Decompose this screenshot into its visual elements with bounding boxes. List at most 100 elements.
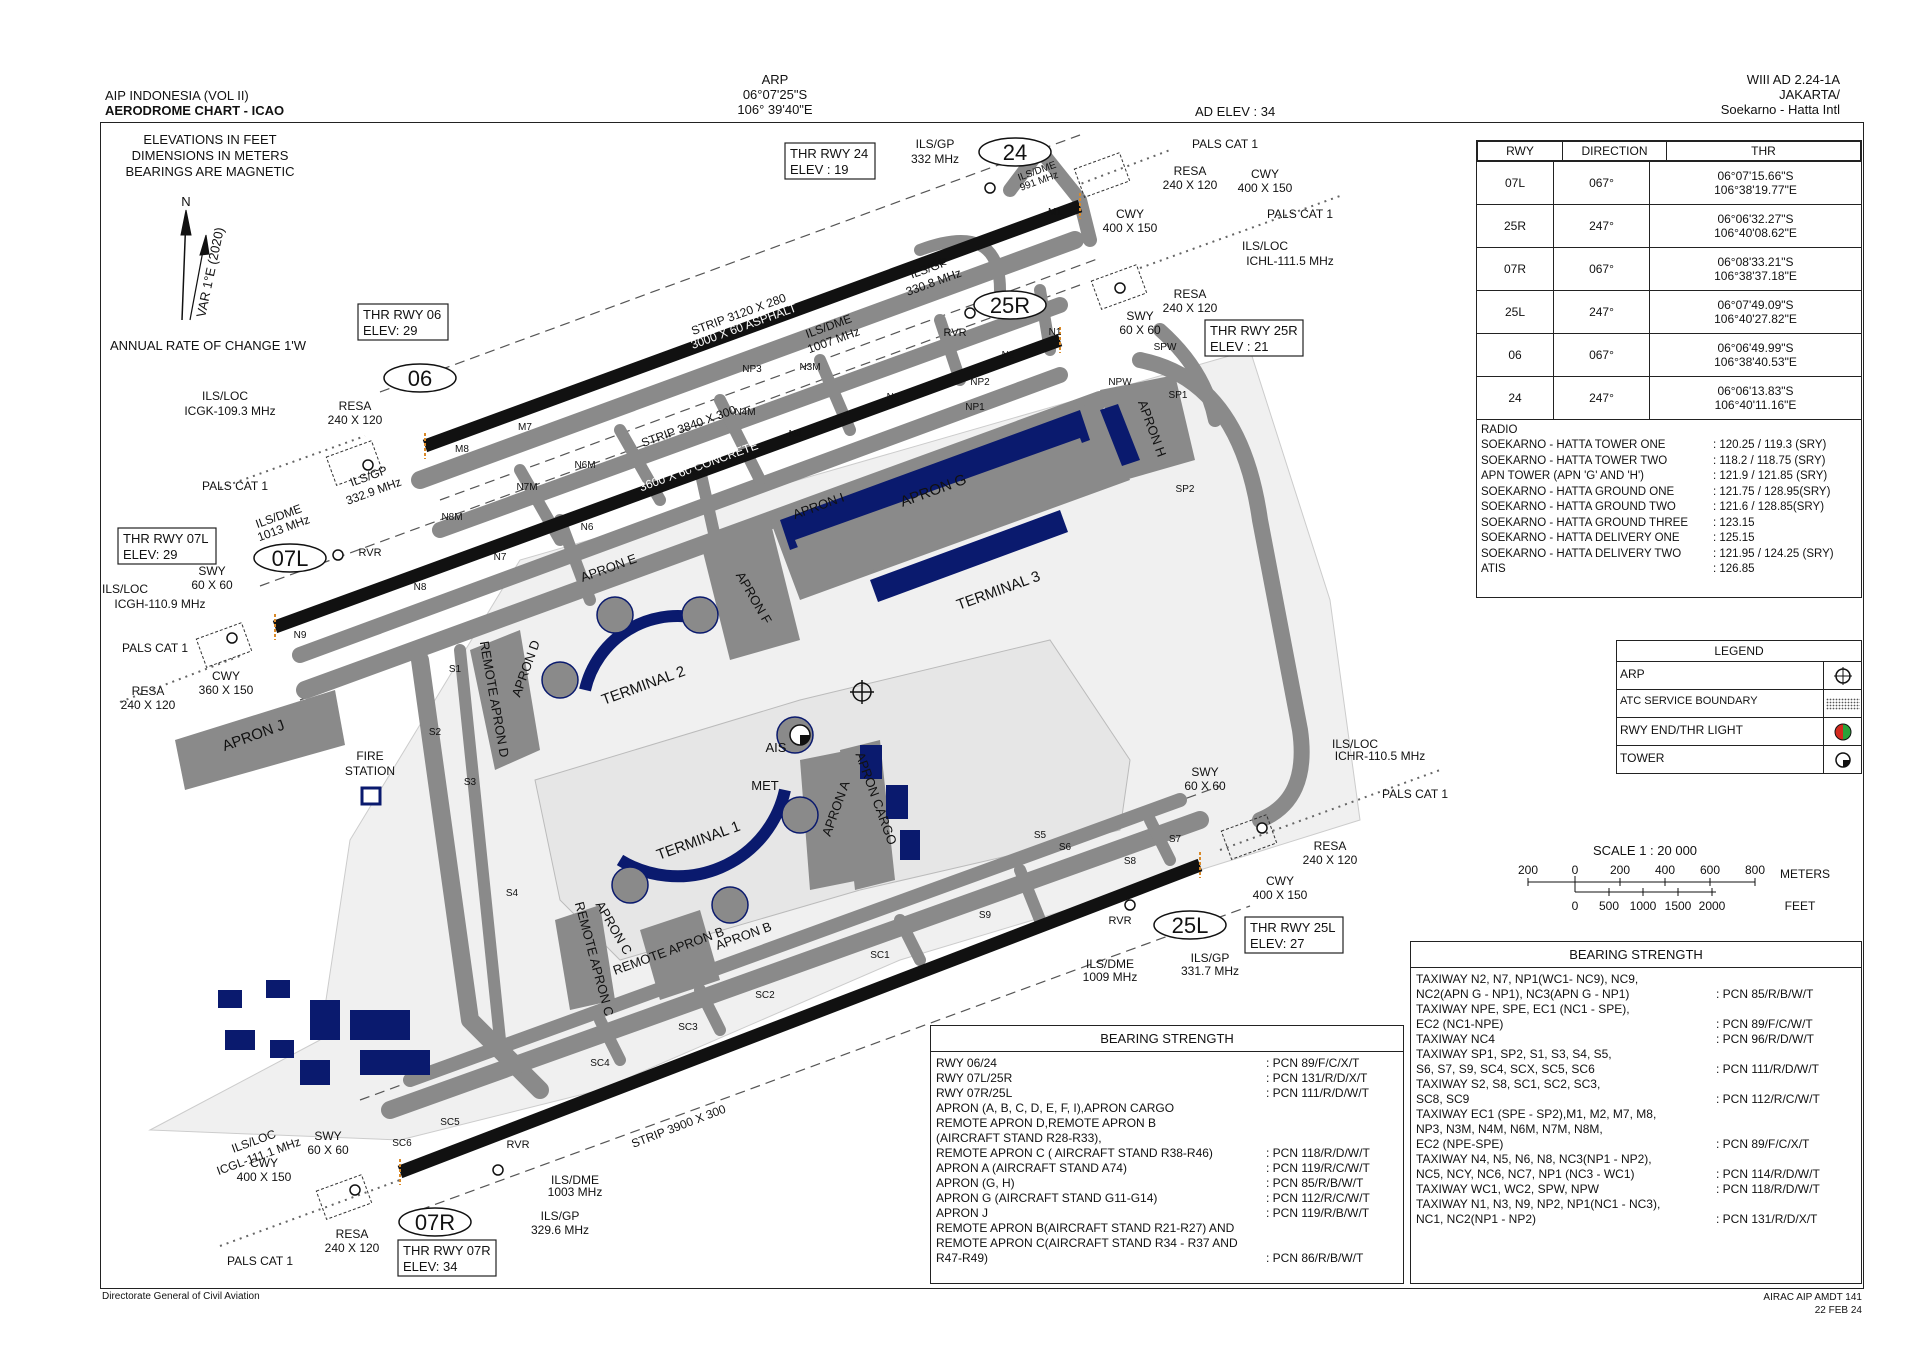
legend-rwy-end-label: RWY END/THR LIGHT bbox=[1617, 718, 1824, 745]
taxiway-sp2 bbox=[403, 793, 1187, 1087]
bs-item: TAXIWAY NPE, SPE, EC1 (NC1 - SPE), bbox=[1416, 1002, 1630, 1016]
bs-item: TAXIWAY EC1 (SPE - SP2),M1, M2, M7, M8, bbox=[1416, 1107, 1657, 1121]
bs-item: APRON A (AIRCRAFT STAND A74) bbox=[936, 1161, 1127, 1175]
cwy-07l-l1: CWY bbox=[212, 669, 240, 683]
twy-s5: SC2 bbox=[755, 990, 775, 1001]
twy-n4m: N4M bbox=[734, 407, 755, 418]
city: JAKARTA/ bbox=[1779, 87, 1840, 102]
ils-gp-24-l1: ILS/GP bbox=[916, 137, 955, 151]
cwy-07r-l1: CWY bbox=[250, 1156, 278, 1170]
f-tick-3: 1500 bbox=[1665, 899, 1692, 913]
resa-24-l1: RESA bbox=[1174, 164, 1207, 178]
direction-cell: 067° bbox=[1554, 334, 1650, 376]
twy-npw: S3 bbox=[464, 777, 477, 788]
bs-pcn: : PCN 131/R/D/X/T bbox=[1716, 1212, 1818, 1226]
radio-station: SOEKARNO - HATTA TOWER TWO bbox=[1481, 454, 1668, 467]
bearing-strength-row: REMOTE APRON C ( AIRCRAFT STAND R38-R46)… bbox=[936, 1146, 1398, 1161]
bs-pcn: : PCN 114/R/D/W/T bbox=[1716, 1167, 1820, 1181]
north-arrow bbox=[180, 209, 210, 321]
pals-25r: PALS CAT 1 bbox=[1267, 207, 1333, 221]
m-tick-5: 800 bbox=[1745, 863, 1765, 877]
f-tick-4: 2000 bbox=[1699, 899, 1726, 913]
bearing-strength-row: APRON G (AIRCRAFT STAND G11-G14): PCN 11… bbox=[936, 1191, 1398, 1206]
remote-apron-c-area bbox=[555, 905, 615, 1010]
ils-gp-07r-l1: ILS/GP bbox=[541, 1209, 580, 1223]
fire-station-icon bbox=[360, 786, 382, 806]
header-left: AIP INDONESIA (VOL II) AERODROME CHART -… bbox=[105, 88, 284, 118]
bearing-strength-row: SC8, SC9: PCN 112/R/C/W/T bbox=[1416, 1092, 1856, 1107]
cwy-24-l1: CWY bbox=[1251, 167, 1279, 181]
bearing-strength-row: REMOTE APRON C(AIRCRAFT STAND R34 - R37 … bbox=[936, 1236, 1398, 1251]
bearing-strength-row: TAXIWAY EC1 (SPE - SP2),M1, M2, M7, M8, bbox=[1416, 1107, 1856, 1122]
radio-frequency: : 118.2 / 118.75 (SRY) bbox=[1713, 454, 1826, 467]
bs-item: RWY 07L/25R bbox=[936, 1071, 1013, 1085]
atc-boundary-icon bbox=[1824, 690, 1861, 717]
resa-07r-l2: 240 X 120 bbox=[325, 1241, 380, 1255]
taxiway-n-parallel bbox=[432, 297, 1068, 538]
m-tick-1: 0 bbox=[1572, 863, 1579, 877]
bs-item: NC5, NCY, NC6, NC7, NP1 (NC3 - WC1) bbox=[1416, 1167, 1635, 1181]
twy-sp1: S5 bbox=[1034, 830, 1047, 841]
ils-loc-06-l1: ILS/LOC bbox=[202, 389, 248, 403]
apron-g-inner bbox=[795, 438, 1100, 590]
runway-table: RWY DIRECTION THR bbox=[1477, 141, 1861, 161]
arp-title: ARP bbox=[761, 72, 789, 87]
pals-24: PALS CAT 1 bbox=[1192, 137, 1258, 151]
cwy-07r-l2: 400 X 150 bbox=[237, 1170, 292, 1184]
bs-item: APRON G (AIRCRAFT STAND G11-G14) bbox=[936, 1191, 1158, 1205]
resa-07l-l2: 240 X 120 bbox=[121, 698, 176, 712]
thr-lon: 106°40'08.62"E bbox=[1714, 226, 1797, 240]
rwy-end-light-icon bbox=[1824, 718, 1861, 745]
taxiways bbox=[292, 143, 1310, 1119]
twy-ec1: NPW bbox=[1108, 377, 1132, 388]
taxiway-ec2 bbox=[1153, 323, 1222, 427]
cwy-25l-l2: 400 X 150 bbox=[1253, 888, 1308, 902]
rvr-25l: RVR bbox=[1108, 915, 1131, 927]
bs-item: TAXIWAY WC1, WC2, SPW, NPW bbox=[1416, 1182, 1599, 1196]
legend-panel: LEGEND ARP ATC SERVICE BOUNDARY RWY END/… bbox=[1616, 640, 1862, 774]
twy-wc1: S1 bbox=[449, 664, 462, 675]
swy-07r-l1: SWY bbox=[314, 1129, 341, 1143]
thr-24-l1: THR RWY 24 bbox=[790, 146, 868, 161]
bearing-strength-row: NC2(APN G - NP1), NC3(APN G - NP1): PCN … bbox=[1416, 987, 1856, 1002]
bearing-strength-row: TAXIWAY WC1, WC2, SPW, NPW: PCN 118/R/D/… bbox=[1416, 1182, 1856, 1197]
ils-loc-06-l2: ICGK-109.3 MHz bbox=[184, 404, 275, 418]
ils-loc-25r-l2: ICHL-111.5 MHz bbox=[1246, 254, 1334, 268]
radio-list: SOEKARNO - HATTA TOWER ONE: 120.25 / 119… bbox=[1481, 438, 1857, 578]
radio-row: SOEKARNO - HATTA TOWER TWO : 118.2 / 118.… bbox=[1481, 454, 1857, 470]
m-tick-0: 200 bbox=[1518, 863, 1538, 877]
bearing-strength-row: S6, S7, S9, SC4, SCX, SC5, SC6: PCN 111/… bbox=[1416, 1062, 1856, 1077]
tower-icon bbox=[789, 724, 811, 746]
th-direction: DIRECTION bbox=[1562, 141, 1667, 161]
bs-item: TAXIWAY N4, N5, N6, N8, NC3(NP1 - NP2), bbox=[1416, 1152, 1652, 1166]
apron-a-area bbox=[800, 750, 860, 890]
resa-25r-l2: 240 X 120 bbox=[1163, 301, 1218, 315]
note-bearings: BEARINGS ARE MAGNETIC bbox=[125, 164, 295, 179]
bs-pcn: : PCN 96/R/D/W/T bbox=[1716, 1032, 1815, 1046]
bearing-strength-row: NP3, N3M, N4M, N6M, N7M, N8M, bbox=[1416, 1122, 1856, 1137]
bs-item: (AIRCRAFT STAND R28-R33), bbox=[936, 1131, 1102, 1145]
rwy-24-label: 24 bbox=[1003, 140, 1027, 165]
bearing-strength-row: EC2 (NC1-NPE): PCN 89/F/C/W/T bbox=[1416, 1017, 1856, 1032]
bearing-strength-row: TAXIWAY N4, N5, N6, N8, NC3(NP1 - NP2), bbox=[1416, 1152, 1856, 1167]
radio-station: ATIS bbox=[1481, 563, 1506, 575]
thr-07r-box bbox=[397, 1239, 497, 1277]
bs-item: TAXIWAY S2, S8, SC1, SC2, SC3, bbox=[1416, 1077, 1601, 1091]
legend-row-tower: TOWER bbox=[1617, 746, 1861, 773]
ils-loc-07l-l1: ILS/LOC bbox=[102, 582, 148, 596]
pals-25l: PALS CAT 1 bbox=[1382, 787, 1448, 801]
twy-n8m: N8M bbox=[441, 512, 462, 523]
pals-07r: PALS CAT 1 bbox=[227, 1254, 293, 1268]
twy-np1: NP1 bbox=[965, 402, 985, 413]
twy-s8: SC5 bbox=[440, 1117, 460, 1128]
thr-lon: 106°38'37.18"E bbox=[1714, 269, 1797, 283]
thr-lon: 106°38'19.77"E bbox=[1714, 183, 1797, 197]
bs-item: APRON (G, H) bbox=[936, 1176, 1015, 1190]
twy-n3: N3 bbox=[887, 392, 900, 403]
cargo-buildings bbox=[218, 745, 920, 1085]
